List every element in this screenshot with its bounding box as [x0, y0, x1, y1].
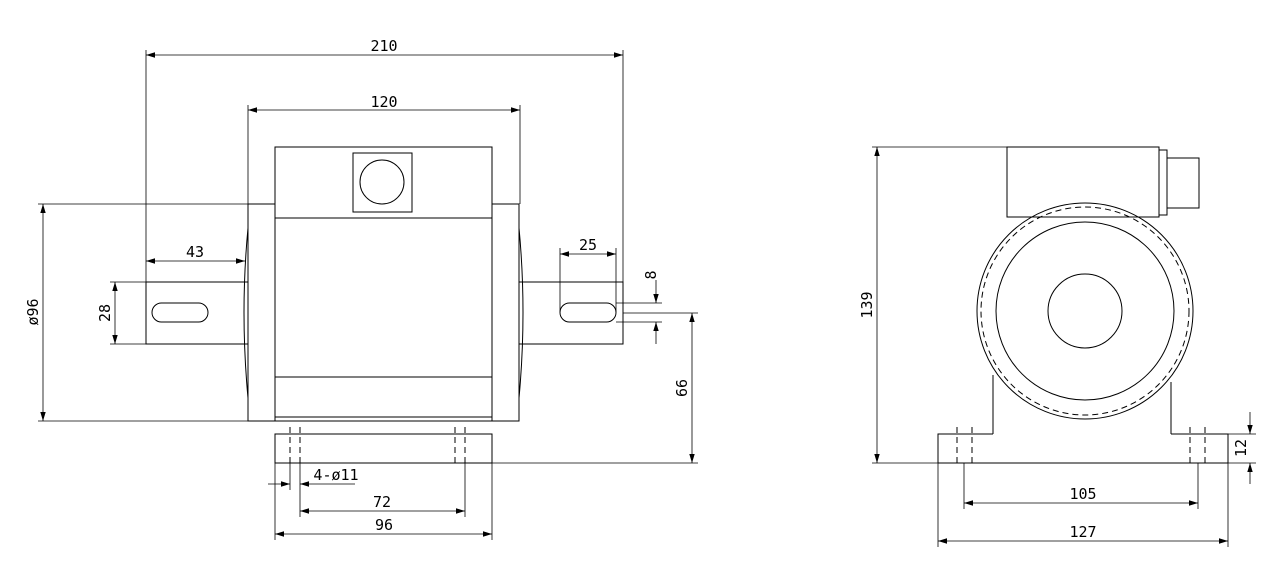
- side-connector-plug: [1166, 157, 1200, 209]
- side-view: 139 12 105 127: [858, 146, 1256, 547]
- dim-base-width: 127: [1069, 523, 1096, 541]
- dim-base-length: 96: [375, 516, 393, 534]
- left-keyway: [151, 302, 209, 323]
- dim-body-length: 120: [370, 93, 397, 111]
- right-keyway: [559, 302, 617, 323]
- front-view: 210 120 43 25 8 28 ø96 66: [24, 37, 698, 540]
- connector-housing: [352, 152, 413, 213]
- dim-overall-length: 210: [370, 37, 397, 55]
- outer-housing: [976, 202, 1194, 420]
- dim-shaft-height: 66: [673, 379, 691, 397]
- dim-key-length: 25: [579, 236, 597, 254]
- left-flange: [247, 203, 276, 422]
- inner-ring: [995, 221, 1175, 401]
- right-shaft: [518, 281, 624, 345]
- dim-key-width: 8: [642, 270, 660, 279]
- dim-shaft-left: 43: [186, 243, 204, 261]
- dim-shaft-dia: 28: [96, 304, 114, 322]
- shaft-bore: [1047, 273, 1123, 349]
- dim-side-height: 139: [858, 291, 876, 318]
- dim-flange-dia: ø96: [24, 298, 42, 325]
- base-plate: [274, 433, 493, 464]
- dim-side-hole-spacing: 105: [1069, 485, 1096, 503]
- side-connector-box: [1006, 146, 1160, 218]
- dim-base-thickness: 12: [1232, 439, 1250, 457]
- dim-holes: 4-ø11: [313, 466, 358, 484]
- right-flange: [491, 203, 520, 422]
- left-shaft: [145, 281, 249, 345]
- connector-circle: [359, 159, 405, 205]
- dim-hole-spacing: 72: [373, 493, 391, 511]
